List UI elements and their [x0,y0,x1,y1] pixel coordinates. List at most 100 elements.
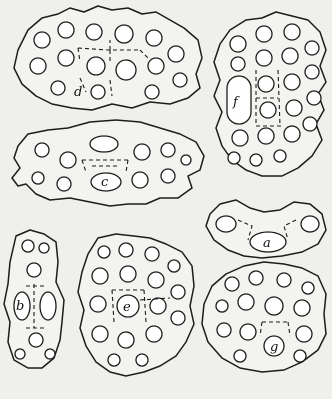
perforation [168,260,180,272]
figure-b-label: b [16,299,24,314]
perforation [250,154,262,166]
perforation [284,24,300,40]
perforation [277,273,291,287]
perforation [45,349,55,359]
perforation [32,172,44,184]
figure-a: a [206,200,326,258]
perforation [303,117,317,131]
perforation [265,297,283,315]
perforation [232,130,248,146]
perforation [108,354,120,366]
perforation [148,58,164,74]
perforation [301,216,319,232]
perforation [118,332,134,348]
perforation [227,76,251,124]
perforation [60,152,76,168]
perforation [92,268,108,284]
perforation [27,263,41,277]
perforation [294,350,306,362]
figure-c-outline [12,120,204,206]
figure-b: b [4,230,64,368]
perforation [256,50,272,66]
perforation [256,26,272,42]
figure-e: e [78,234,194,376]
perforation [294,300,310,316]
perforation [305,41,319,55]
perforation [116,60,136,80]
perforation [161,169,175,183]
perforation [284,126,300,142]
perforation [284,74,300,90]
figure-g-outline [202,262,326,372]
perforation [302,282,314,294]
figure-d-label: d [74,85,82,100]
perforation [216,216,236,232]
perforation [29,333,43,347]
perforation [15,349,25,359]
figure-a-label: a [263,236,271,251]
perforation [39,243,49,253]
perforation [305,65,319,79]
perforation [145,85,159,99]
perforation [234,350,246,362]
figure-f: f [214,12,326,176]
perforation [98,246,110,258]
perforation [282,48,298,64]
perforation [87,57,105,75]
perforation [51,81,65,95]
perforation [91,85,105,99]
perforation [225,277,239,291]
perforation [35,143,49,157]
perforation [115,25,133,43]
perforation [217,323,231,337]
perforation [260,102,276,118]
figure-e-label: e [123,300,131,315]
figure-c-label: c [101,175,109,190]
perforation [238,294,254,310]
perforation [307,91,321,105]
perforation [22,240,34,252]
perforation [173,73,187,87]
perforation [296,326,312,342]
perforation [146,30,162,46]
perforation [119,243,133,257]
perforation [92,326,108,342]
figure-g: g [202,262,326,372]
perforation [136,354,148,366]
perforation [30,58,46,74]
perforation [231,57,245,71]
perforation [171,311,185,325]
perforation [286,100,302,116]
perforation [58,22,74,38]
perforation [258,128,274,144]
perforation [181,155,191,165]
perforation [240,324,256,340]
figure-d: d [14,6,202,110]
perforation [150,298,166,314]
perforation [249,271,263,285]
perforation [228,152,240,164]
perforation [145,247,159,261]
perforation [168,46,184,62]
perforation [148,272,164,288]
perforation [171,285,185,299]
perforation [146,326,162,342]
perforation [134,144,150,160]
perforation [57,177,71,191]
perforation [58,50,74,66]
perforation [161,143,175,157]
perforation [90,136,118,152]
figure-g-label: g [270,340,278,355]
perforation [230,36,246,52]
perforation [216,300,228,312]
perforation [86,24,102,40]
perforation [132,172,148,188]
perforation [274,150,286,162]
figure-c: c [12,120,204,206]
perforation [258,76,274,92]
perforation [40,292,56,320]
perforation [120,266,136,282]
perforation [34,32,50,48]
perforation [90,296,106,312]
